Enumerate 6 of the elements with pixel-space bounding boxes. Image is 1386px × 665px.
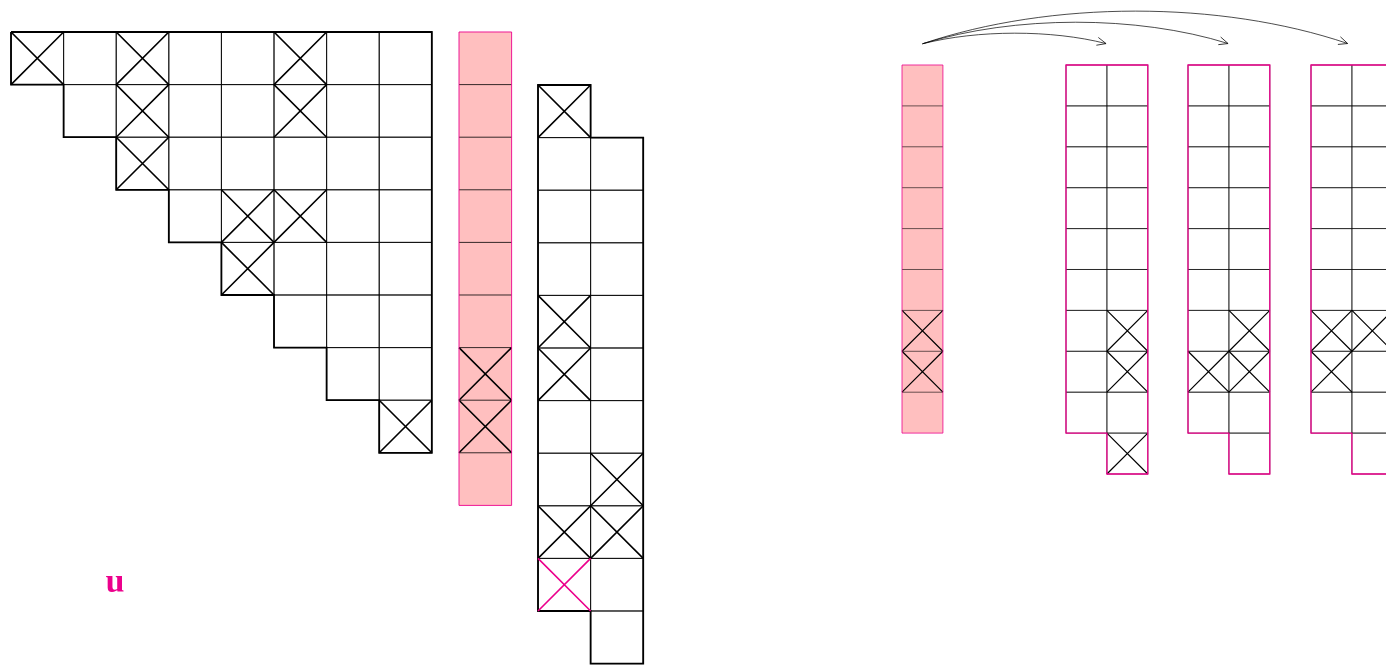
variable-label: u [106, 576, 124, 592]
cell-grid [1310, 64, 1386, 475]
cell-grid [1187, 64, 1271, 475]
shaded-column [901, 64, 944, 434]
cell-grid [1065, 64, 1149, 475]
curved-arrow [922, 10, 1349, 45]
